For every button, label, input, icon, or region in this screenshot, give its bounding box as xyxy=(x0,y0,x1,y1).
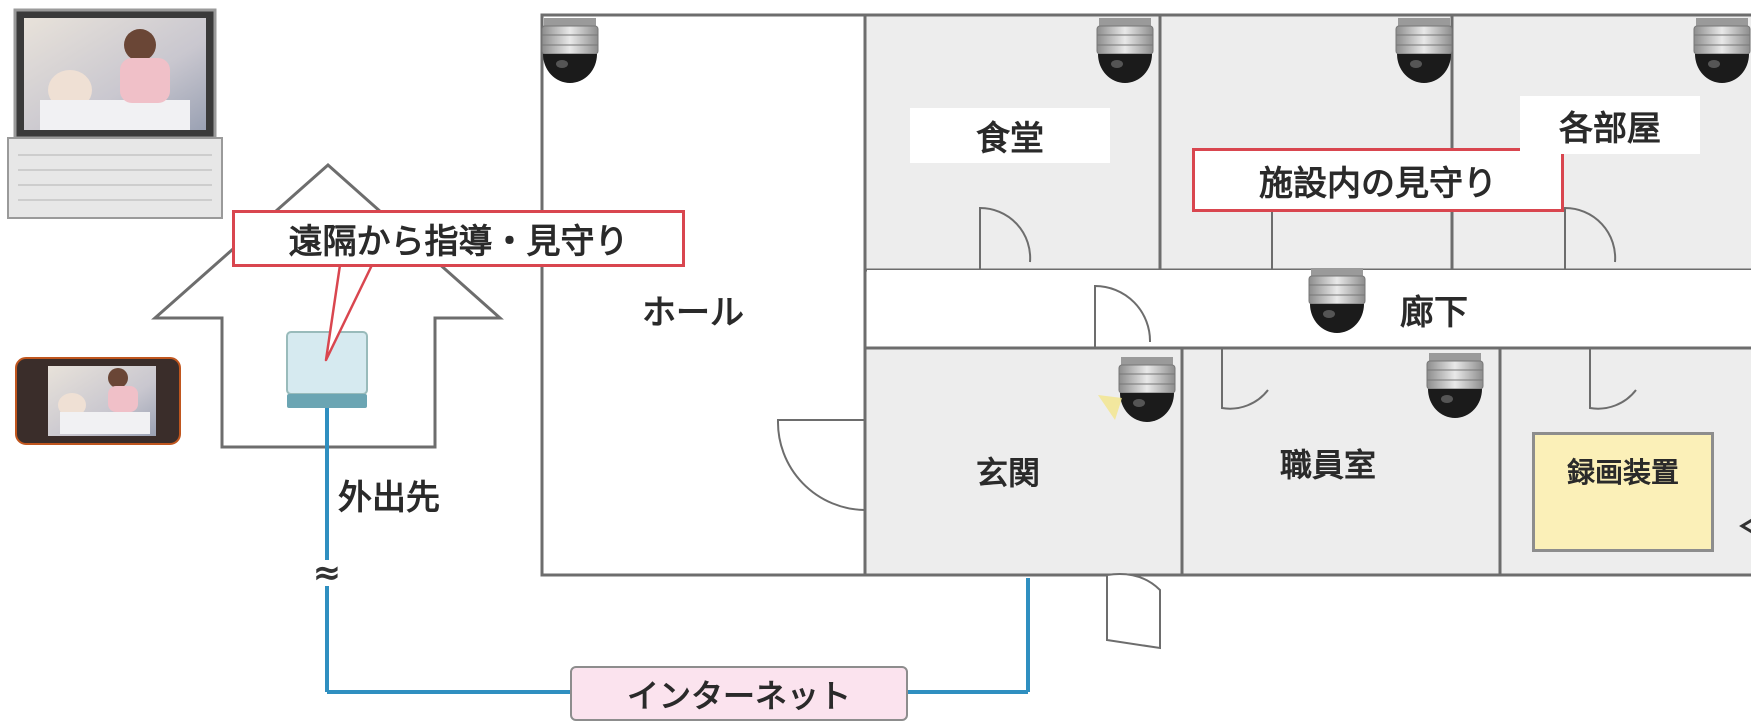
callout-facility-monitoring: 施設内の見守り xyxy=(1192,148,1564,212)
room-label-corridor: 廊下 xyxy=(1400,293,1468,333)
room-label-hall: ホール xyxy=(642,293,744,333)
room-label-staff-room: 職員室 xyxy=(1280,446,1377,484)
laptop-icon xyxy=(7,8,223,219)
room-label-dining: 食堂 xyxy=(910,108,1110,163)
internet-label-box: インターネット xyxy=(570,666,908,721)
room-label-rooms: 各部屋 xyxy=(1520,96,1700,154)
remote-site-label: 外出先 xyxy=(338,478,440,518)
network-lines: ≈ xyxy=(306,408,1030,694)
room-label-entrance: 玄関 xyxy=(976,454,1041,492)
smartphone-icon xyxy=(15,357,181,445)
recorder-box: 録画装置 xyxy=(1532,432,1714,552)
svg-text:≈: ≈ xyxy=(313,553,342,593)
corridor-area xyxy=(865,270,1751,350)
callout-remote-guidance: 遠隔から指導・見守り xyxy=(232,210,685,267)
